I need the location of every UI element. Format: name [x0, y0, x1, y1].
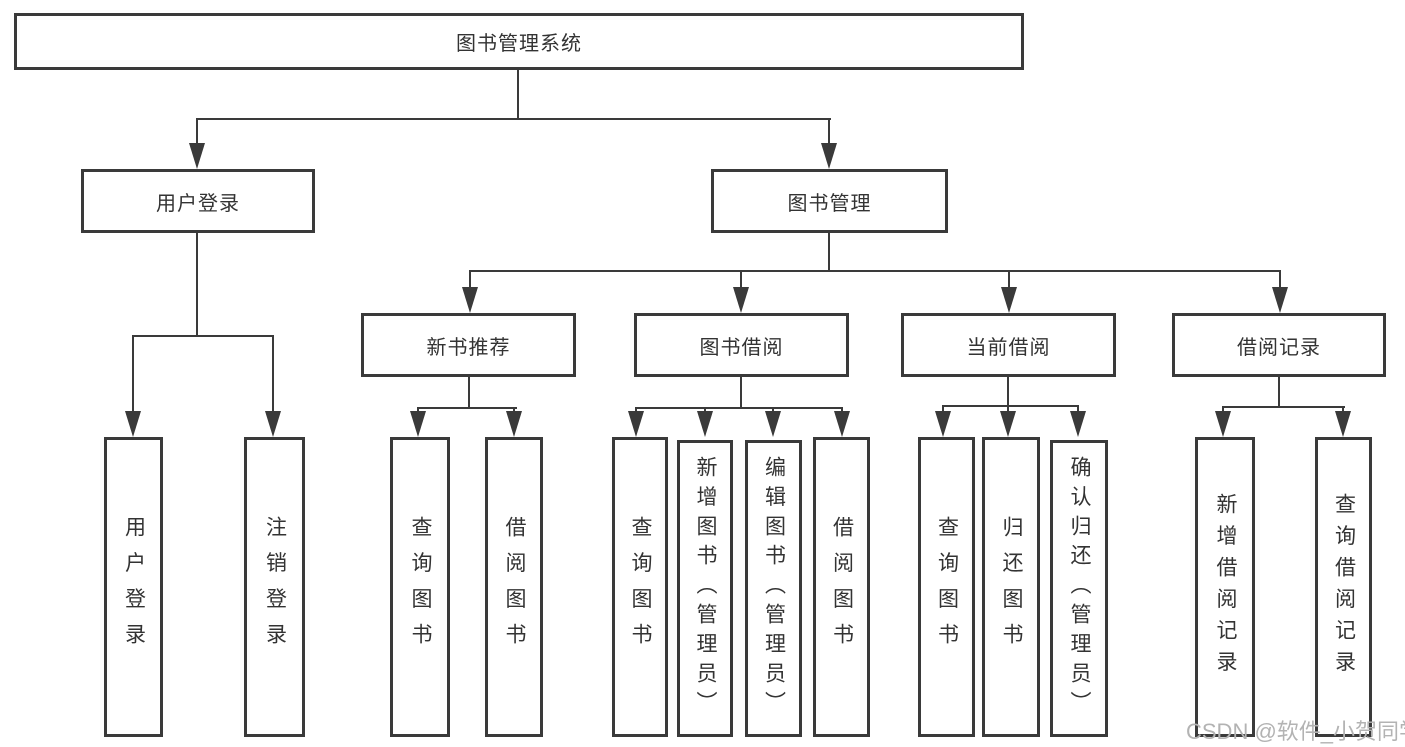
leaf-label: 新增借阅记录 [1214, 492, 1237, 682]
leaf-add-books-admin: 新增图书（管理员） [677, 440, 733, 737]
connector-line [132, 335, 274, 337]
node-label: 图书借阅 [699, 336, 784, 359]
connector-line [828, 233, 830, 272]
connector-line [132, 335, 134, 413]
node-new-book-recommend: 新书推荐 [361, 313, 576, 377]
leaf-query-borrow-record: 查询借阅记录 [1315, 437, 1372, 737]
arrow-down-icon [834, 411, 850, 437]
connector-line [635, 407, 637, 414]
connector-line [196, 118, 831, 120]
arrow-down-icon [935, 411, 951, 437]
connector-line [942, 405, 1079, 407]
arrow-down-icon [697, 411, 713, 437]
connector-line [942, 405, 944, 414]
arrow-down-icon [1000, 411, 1016, 437]
leaf-query-books: 查询图书 [390, 437, 450, 737]
leaf-label: 查询图书 [935, 515, 959, 659]
connector-line [517, 69, 519, 120]
leaf-add-borrow-record: 新增借阅记录 [1195, 437, 1255, 737]
leaf-label: 借阅图书 [503, 515, 526, 659]
leaf-confirm-return-admin: 确认归还（管理员） [1050, 440, 1108, 737]
node-user-login: 用户登录 [81, 169, 315, 233]
connector-line [196, 118, 198, 145]
connector-line [772, 407, 774, 414]
node-book-management: 图书管理 [711, 169, 948, 233]
connector-line [740, 377, 742, 408]
node-label: 用户登录 [156, 192, 240, 215]
leaf-user-login: 用户登录 [104, 437, 163, 737]
leaf-label: 归还图书 [1000, 515, 1023, 659]
arrow-down-icon [410, 411, 426, 437]
arrow-down-icon [1335, 411, 1351, 437]
leaf-label: 确认归还（管理员） [1068, 456, 1091, 721]
leaf-edit-books-admin: 编辑图书（管理员） [745, 440, 802, 737]
connector-line [1279, 270, 1281, 289]
connector-line [417, 407, 419, 414]
connector-line [1342, 406, 1344, 414]
node-library-system: 图书管理系统 [14, 13, 1024, 70]
connector-line [740, 270, 742, 289]
leaf-label: 借阅图书 [830, 515, 854, 659]
leaf-label: 编辑图书（管理员） [762, 456, 786, 721]
leaf-label: 新增图书（管理员） [694, 456, 717, 721]
connector-line [1008, 270, 1010, 289]
leaf-query-books: 查询图书 [612, 437, 668, 737]
connector-line [417, 407, 517, 409]
leaf-label: 查询图书 [409, 515, 432, 659]
connector-line [469, 270, 1281, 272]
arrow-down-icon [628, 411, 644, 437]
node-book-borrow: 图书借阅 [634, 313, 849, 377]
arrow-down-icon [1001, 287, 1017, 313]
node-label: 新书推荐 [426, 336, 511, 359]
node-label: 图书管理 [787, 192, 872, 215]
arrow-down-icon [733, 287, 749, 313]
connector-line [1222, 406, 1224, 414]
arrow-down-icon [265, 411, 281, 437]
arrow-down-icon [821, 143, 837, 169]
leaf-borrow-books: 借阅图书 [813, 437, 870, 737]
connector-line [469, 270, 471, 289]
connector-line [841, 407, 843, 414]
connector-line [1278, 377, 1280, 407]
leaf-logout: 注销登录 [244, 437, 305, 737]
arrow-down-icon [125, 411, 141, 437]
csdn-watermark: CSDN @软件_小贺同学 [1186, 719, 1405, 744]
arrow-down-icon [189, 143, 205, 169]
arrow-down-icon [765, 411, 781, 437]
node-borrow-records: 借阅记录 [1172, 313, 1386, 377]
connector-line [513, 407, 515, 414]
node-current-borrow: 当前借阅 [901, 313, 1116, 377]
connector-line [1077, 405, 1079, 414]
leaf-label: 查询借阅记录 [1332, 492, 1356, 682]
arrow-down-icon [506, 411, 522, 437]
node-label: 图书管理系统 [456, 33, 582, 55]
arrow-down-icon [462, 287, 478, 313]
connector-line [828, 118, 830, 145]
connector-line [272, 335, 274, 413]
leaf-borrow-books: 借阅图书 [485, 437, 543, 737]
connector-line [468, 377, 470, 408]
connector-line [196, 233, 198, 335]
node-label: 借阅记录 [1237, 336, 1321, 359]
leaf-label: 查询图书 [629, 515, 652, 659]
arrow-down-icon [1070, 411, 1086, 437]
leaf-return-books: 归还图书 [982, 437, 1040, 737]
connector-line [1222, 406, 1345, 408]
leaf-label: 注销登录 [263, 515, 287, 659]
arrow-down-icon [1272, 287, 1288, 313]
connector-line [1007, 377, 1009, 406]
connector-line [635, 407, 843, 409]
node-label: 当前借阅 [966, 336, 1051, 359]
leaf-query-books: 查询图书 [918, 437, 975, 737]
arrow-down-icon [1215, 411, 1231, 437]
connector-line [704, 407, 706, 414]
connector-line [1007, 405, 1009, 414]
leaf-label: 用户登录 [122, 515, 146, 659]
